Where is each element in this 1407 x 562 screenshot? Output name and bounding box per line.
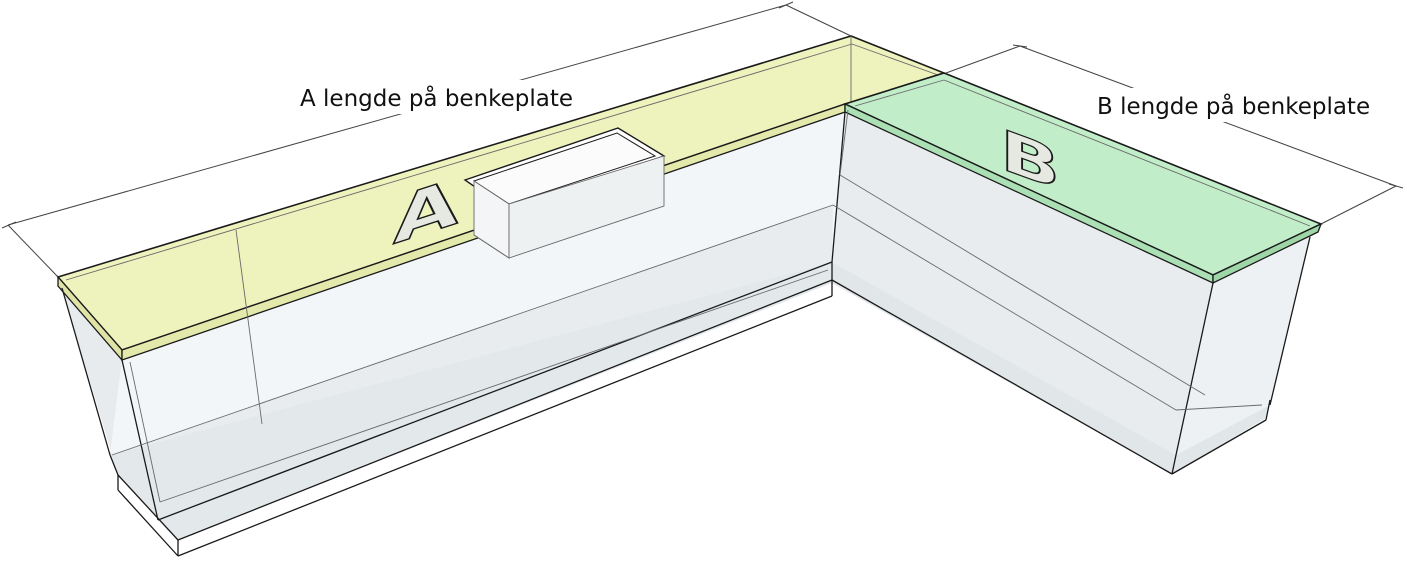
cabinet-b-end [1176, 232, 1312, 455]
sink-bowl-front [508, 155, 665, 259]
cabinet-a-end [62, 288, 122, 455]
dimension-a: A lengde på benkeplate [1, 1, 852, 278]
countertop-b-end-edge [1212, 222, 1323, 285]
cabinet-b [832, 112, 1312, 474]
dimension-b: B lengde på benkeplate [945, 44, 1404, 225]
dimension-b-label: B lengde på benkeplate [1097, 92, 1370, 120]
sink-cutout [463, 127, 666, 259]
cabinet-outlines [61, 109, 1311, 557]
cabinet-b-front [832, 112, 1213, 455]
dimension-a-label: A lengde på benkeplate [300, 84, 573, 112]
